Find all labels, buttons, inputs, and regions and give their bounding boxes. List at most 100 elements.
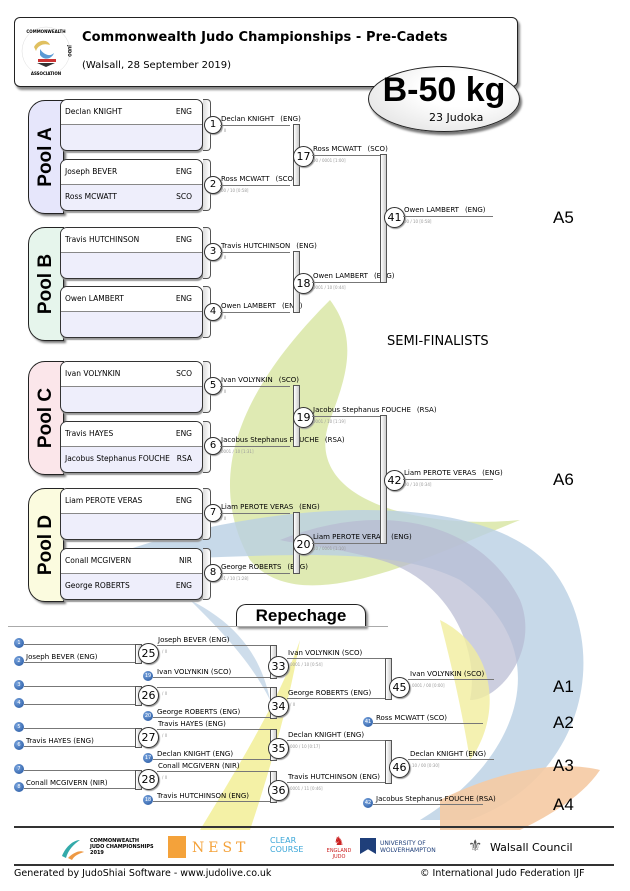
repechage-winner[interactable]: Conall MCGIVERN (NIR) <box>158 762 240 770</box>
repechage-score: 10 / 00 [0:30] <box>412 763 440 768</box>
seed-dot[interactable]: 7 <box>14 764 24 774</box>
repechage-match-number[interactable]: 46 <box>389 757 410 778</box>
repechage-winner[interactable]: Joseph BEVER (ENG) <box>158 636 230 644</box>
seed-dot[interactable]: 2 <box>14 656 24 666</box>
repechage-drop-name[interactable]: George ROBERTS (ENG) <box>157 708 241 716</box>
seed-dot[interactable]: 5 <box>14 722 24 732</box>
match-number[interactable]: 3 <box>204 243 222 261</box>
seed-name[interactable]: Conall MCGIVERN (NIR) <box>26 779 108 787</box>
seed-dot[interactable]: 1 <box>14 638 24 648</box>
repechage-match-number[interactable]: 34 <box>268 696 289 717</box>
winner-name[interactable]: Owen LAMBERT(ENG) <box>404 206 486 214</box>
repechage-winner[interactable]: Travis HUTCHINSON (ENG) <box>288 773 381 781</box>
repechage-final-winner[interactable]: Declan KNIGHT (ENG) <box>410 750 487 758</box>
repechage-drop-name[interactable]: Declan KNIGHT (ENG) <box>157 750 234 758</box>
entry-row[interactable] <box>61 125 202 149</box>
competitor-name: Ross MCWATT <box>65 192 117 201</box>
association-logo: COMMONWEALTH ASSOCIATION JUDO <box>21 26 72 76</box>
match-number[interactable]: 42 <box>384 470 405 491</box>
repechage-winner[interactable]: George ROBERTS (ENG) <box>288 689 372 697</box>
repechage-match-number[interactable]: 33 <box>268 656 289 677</box>
winner-name-text: Ross MCWATT <box>221 175 270 183</box>
seed-name[interactable]: Joseph BEVER (ENG) <box>26 653 98 661</box>
match-number[interactable]: 20 <box>293 534 314 555</box>
seed-dot[interactable]: 41 <box>363 717 373 727</box>
seed-name[interactable]: Travis HAYES (ENG) <box>26 737 94 745</box>
entry-row[interactable] <box>61 253 202 277</box>
competitor-name: Joseph BEVER <box>65 167 118 176</box>
match-number[interactable]: 19 <box>293 407 314 428</box>
winner-name[interactable]: Liam PEROTE VERAS(ENG) <box>313 533 412 541</box>
repechage-match-number[interactable]: 36 <box>268 780 289 801</box>
pool-d-tag: Pool D <box>28 488 64 602</box>
winner-name[interactable]: Jacobus Stephanus FOUCHE(RSA) <box>313 406 437 414</box>
repechage-match-number[interactable]: 25 <box>138 643 159 664</box>
winner-name-text: Liam PEROTE VERAS <box>221 503 294 511</box>
seed-dot[interactable]: 4 <box>14 698 24 708</box>
repechage-score: 000 / 10 [0:17] <box>290 744 320 749</box>
pool-b-tag: Pool B <box>28 227 64 341</box>
winner-name[interactable]: Owen LAMBERT(ENG) <box>221 302 303 310</box>
seed-dot[interactable]: 20 <box>143 711 153 721</box>
repechage-match-number[interactable]: 28 <box>138 769 159 790</box>
competitor-name: Travis HAYES <box>65 429 114 438</box>
seed-dot[interactable]: 8 <box>14 782 24 792</box>
winner-name[interactable]: Ross MCWATT(SCO) <box>221 175 296 183</box>
winner-name[interactable]: Ivan VOLYNKIN(SCO) <box>221 376 299 384</box>
repechage-winner[interactable]: Travis HAYES (ENG) <box>158 720 226 728</box>
seed-dot[interactable]: 3 <box>14 680 24 690</box>
repechage-winner[interactable]: Ivan VOLYNKIN (SCO) <box>288 649 363 657</box>
match-number[interactable]: 1 <box>204 116 222 134</box>
match-number[interactable]: 7 <box>204 504 222 522</box>
winner-name[interactable]: Travis HUTCHINSON(ENG) <box>221 242 317 250</box>
repechage-match-number[interactable]: 26 <box>138 685 159 706</box>
match-number[interactable]: 18 <box>293 273 314 294</box>
sponsor-clear-course: CLEAR COURSE <box>270 836 304 854</box>
seed-dot[interactable]: 42 <box>363 798 373 808</box>
seed-dot[interactable]: 6 <box>14 740 24 750</box>
repechage-match-number[interactable]: 35 <box>268 738 289 759</box>
match-number[interactable]: 17 <box>293 146 314 167</box>
repechage-drop-name[interactable]: Ivan VOLYNKIN (SCO) <box>157 668 232 676</box>
entry-row[interactable] <box>61 312 202 336</box>
footer-copyright: © International Judo Federation IJF <box>420 868 585 879</box>
entry-row[interactable] <box>61 514 202 538</box>
repechage-drop-name[interactable]: Travis HUTCHINSON (ENG) <box>157 792 250 800</box>
seed-dot[interactable]: 17 <box>143 753 153 763</box>
seed-dot[interactable]: 19 <box>143 671 153 681</box>
winner-name-text: George ROBERTS <box>221 563 282 571</box>
repechage-line <box>287 698 387 699</box>
winner-name[interactable]: Declan KNIGHT(ENG) <box>221 115 301 123</box>
repechage-semifinal-drop[interactable]: Ross MCWATT (SCO) <box>376 714 448 722</box>
match-number[interactable]: 41 <box>384 207 405 228</box>
repechage-winner[interactable]: Declan KNIGHT (ENG) <box>288 731 365 739</box>
repechage-line <box>157 771 273 772</box>
winner-name[interactable]: Liam PEROTE VERAS(ENG) <box>404 469 503 477</box>
repechage-semifinal-drop[interactable]: Jacobus Stephanus FOUCHE (RSA) <box>376 795 496 803</box>
repechage-match-number[interactable]: 45 <box>389 677 410 698</box>
winner-name-text: Jacobus Stephanus FOUCHE <box>221 436 319 444</box>
pool-a-label: Pool A <box>35 127 56 187</box>
winner-country: (ENG) <box>391 533 412 541</box>
winner-name[interactable]: Ross MCWATT(SCO) <box>313 145 388 153</box>
winner-name[interactable]: Liam PEROTE VERAS(ENG) <box>221 503 320 511</box>
entry-row[interactable] <box>61 387 202 411</box>
seed-dot[interactable]: 18 <box>143 795 153 805</box>
winner-name[interactable]: Jacobus Stephanus FOUCHE(RSA) <box>221 436 345 444</box>
repechage-final-winner[interactable]: Ivan VOLYNKIN (SCO) <box>410 670 485 678</box>
repechage-match-number[interactable]: 27 <box>138 727 159 748</box>
